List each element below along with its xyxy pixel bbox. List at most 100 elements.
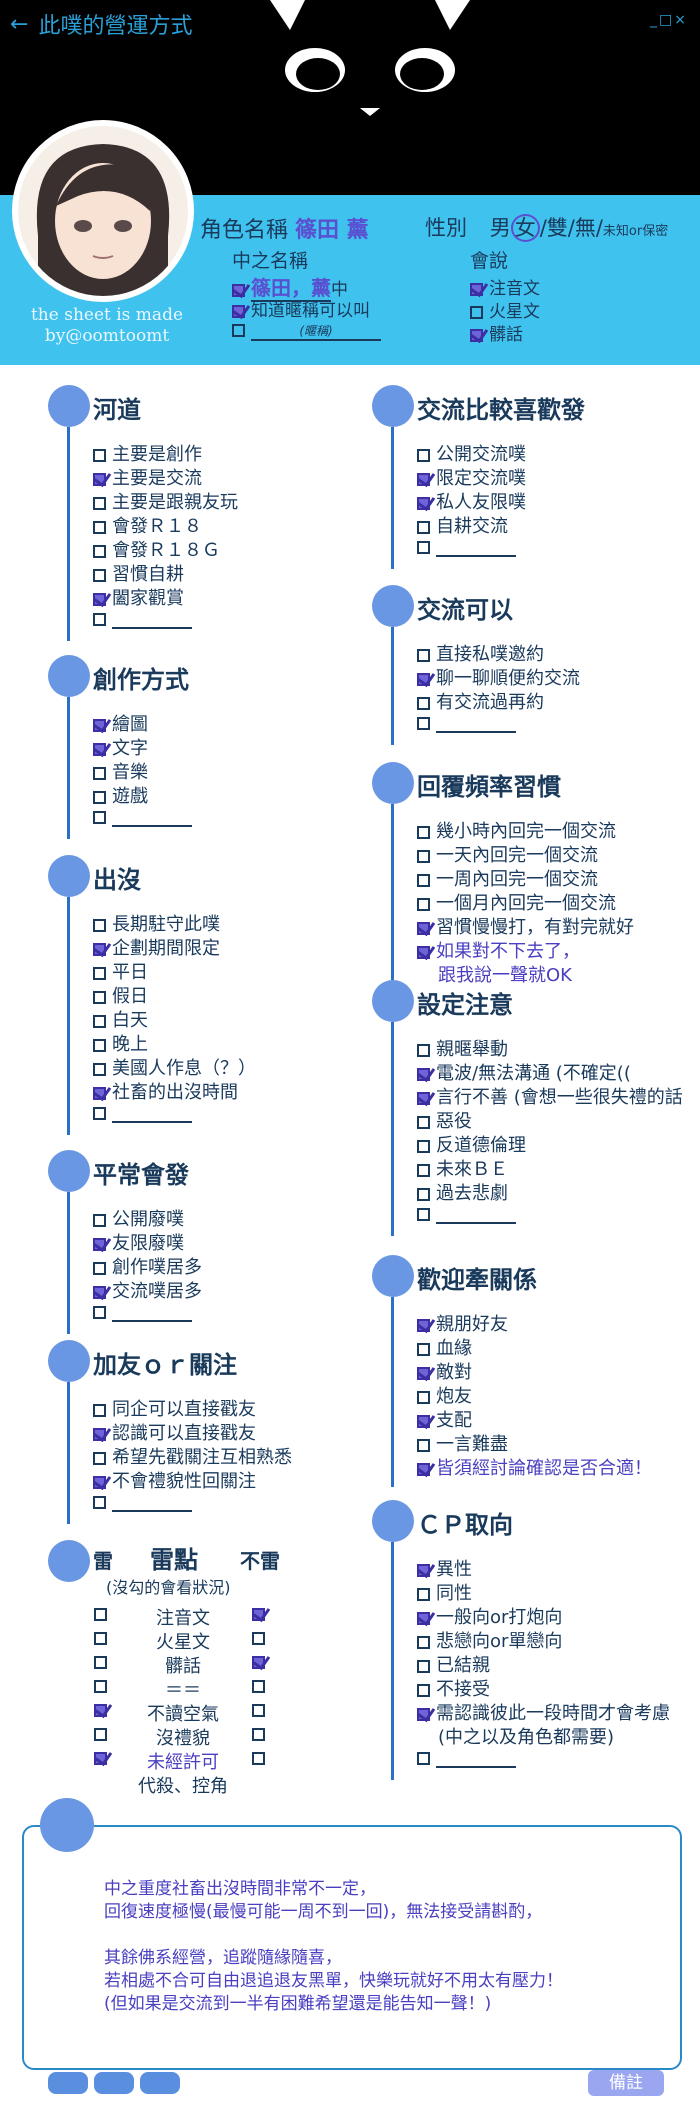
- checkbox[interactable]: [93, 918, 106, 932]
- checkbox[interactable]: [417, 496, 430, 510]
- checkbox[interactable]: [417, 448, 430, 462]
- checkbox[interactable]: [93, 612, 106, 626]
- memo-button[interactable]: 備註: [588, 2070, 664, 2096]
- checkbox[interactable]: [417, 1207, 430, 1221]
- blank-input[interactable]: [436, 541, 516, 557]
- checkbox[interactable]: [93, 568, 106, 582]
- blank-input[interactable]: [112, 1306, 192, 1322]
- blank-input[interactable]: [112, 613, 192, 629]
- checkbox[interactable]: [417, 825, 430, 839]
- checkbox[interactable]: [417, 1187, 430, 1201]
- checkbox[interactable]: [417, 1067, 430, 1081]
- checkbox[interactable]: [417, 1163, 430, 1177]
- checkbox[interactable]: [93, 718, 106, 732]
- checkbox[interactable]: [417, 1683, 430, 1697]
- checkbox[interactable]: [417, 1390, 430, 1404]
- checkbox-not-lei[interactable]: [252, 1728, 265, 1741]
- checkbox[interactable]: [93, 1475, 106, 1489]
- checkbox[interactable]: [417, 1707, 430, 1721]
- checkbox-not-lei[interactable]: [252, 1704, 265, 1717]
- checkbox[interactable]: [93, 472, 106, 486]
- checkbox[interactable]: [417, 1091, 430, 1105]
- zhongzhi-value[interactable]: 篠田，薰: [251, 276, 331, 302]
- nickname-field[interactable]: (暱稱): [251, 322, 381, 341]
- blank-input[interactable]: [436, 717, 516, 733]
- gender-none[interactable]: 無: [574, 216, 596, 240]
- checkbox[interactable]: [417, 1611, 430, 1625]
- checkbox[interactable]: [470, 328, 483, 342]
- checkbox[interactable]: [417, 716, 430, 730]
- checkbox[interactable]: [417, 945, 430, 959]
- char-name-value[interactable]: 篠田 薰: [295, 218, 369, 243]
- checkbox[interactable]: [470, 282, 483, 296]
- blank-input[interactable]: [436, 1208, 516, 1224]
- checkbox[interactable]: [93, 1086, 106, 1100]
- blank-input[interactable]: [112, 811, 192, 827]
- checkbox[interactable]: [417, 648, 430, 662]
- checkbox[interactable]: [93, 742, 106, 756]
- checkbox[interactable]: [93, 1403, 106, 1417]
- checkbox[interactable]: [93, 544, 106, 558]
- checkbox[interactable]: [417, 849, 430, 863]
- checkbox[interactable]: [417, 1659, 430, 1673]
- checkbox[interactable]: [417, 1635, 430, 1649]
- checkbox[interactable]: [232, 283, 245, 297]
- checkbox[interactable]: [417, 1366, 430, 1380]
- checkbox[interactable]: [93, 1062, 106, 1076]
- checkbox-not-lei[interactable]: [252, 1656, 265, 1669]
- checkbox[interactable]: [417, 1414, 430, 1428]
- checkbox-not-lei[interactable]: [252, 1752, 265, 1765]
- blank-input[interactable]: [436, 1752, 516, 1768]
- checkbox[interactable]: [93, 1213, 106, 1227]
- checkbox-lei[interactable]: [94, 1656, 107, 1669]
- checkbox[interactable]: [417, 1139, 430, 1153]
- checkbox[interactable]: [93, 766, 106, 780]
- checkbox[interactable]: [93, 1495, 106, 1509]
- checkbox[interactable]: [93, 966, 106, 980]
- checkbox[interactable]: [93, 1237, 106, 1251]
- checkbox[interactable]: [93, 1285, 106, 1299]
- checkbox[interactable]: [93, 1451, 106, 1465]
- checkbox[interactable]: [232, 304, 245, 318]
- checkbox[interactable]: [93, 942, 106, 956]
- checkbox-lei[interactable]: [94, 1752, 107, 1765]
- window-controls[interactable]: _□×: [650, 12, 688, 28]
- checkbox[interactable]: [417, 1318, 430, 1332]
- checkbox[interactable]: [417, 672, 430, 686]
- checkbox[interactable]: [93, 592, 106, 606]
- gender-unknown[interactable]: 未知or保密: [602, 224, 669, 239]
- checkbox-not-lei[interactable]: [252, 1632, 265, 1645]
- checkbox[interactable]: [417, 1438, 430, 1452]
- checkbox[interactable]: [93, 810, 106, 824]
- checkbox-not-lei[interactable]: [252, 1608, 265, 1621]
- checkbox[interactable]: [93, 448, 106, 462]
- checkbox[interactable]: [417, 921, 430, 935]
- checkbox[interactable]: [417, 1115, 430, 1129]
- checkbox[interactable]: [93, 1305, 106, 1319]
- checkbox[interactable]: [417, 472, 430, 486]
- checkbox[interactable]: [93, 1038, 106, 1052]
- checkbox[interactable]: [93, 790, 106, 804]
- checkbox[interactable]: [417, 520, 430, 534]
- gender-both[interactable]: 雙: [546, 216, 568, 240]
- checkbox-not-lei[interactable]: [252, 1680, 265, 1693]
- checkbox-lei[interactable]: [94, 1704, 107, 1717]
- checkbox[interactable]: [93, 990, 106, 1004]
- checkbox[interactable]: [417, 696, 430, 710]
- checkbox-lei[interactable]: [94, 1632, 107, 1645]
- blank-input[interactable]: [112, 1107, 192, 1123]
- gender-male[interactable]: 男: [489, 216, 511, 240]
- checkbox[interactable]: [417, 540, 430, 554]
- checkbox[interactable]: [93, 496, 106, 510]
- checkbox[interactable]: [93, 1427, 106, 1441]
- gender-female[interactable]: 女: [510, 214, 540, 242]
- checkbox[interactable]: [93, 1106, 106, 1120]
- blank-input[interactable]: [112, 1496, 192, 1512]
- checkbox[interactable]: [417, 1751, 430, 1765]
- footer-pill[interactable]: [140, 2072, 180, 2094]
- checkbox-lei[interactable]: [94, 1680, 107, 1693]
- checkbox[interactable]: [417, 1587, 430, 1601]
- checkbox[interactable]: [417, 1043, 430, 1057]
- checkbox[interactable]: [417, 873, 430, 887]
- checkbox[interactable]: [232, 323, 245, 337]
